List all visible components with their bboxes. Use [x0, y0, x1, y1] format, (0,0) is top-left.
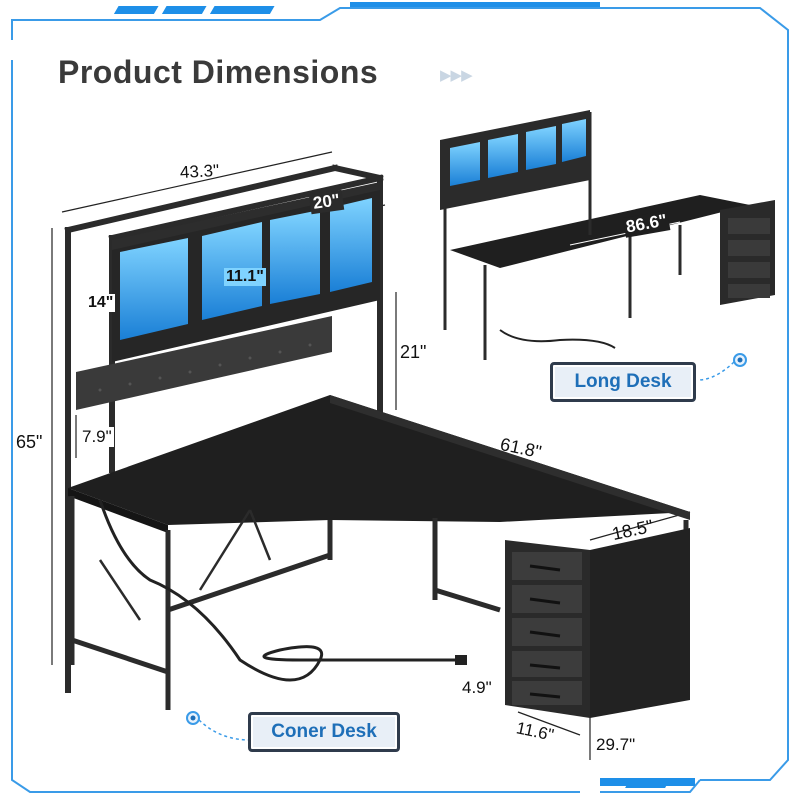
dim-drawer-height: 4.9" — [462, 678, 492, 697]
dim-pegboard-height: 7.9" — [80, 427, 114, 447]
page-title: Product Dimensions — [58, 54, 379, 90]
dim-total-height: 65" — [16, 432, 43, 452]
decorative-arrows: ▶▶▶ — [440, 66, 473, 84]
label-long-desk: Long Desk — [550, 362, 696, 402]
dim-cubby-height: 11.1" — [224, 268, 266, 286]
dim-hutch-height: 21" — [400, 342, 427, 362]
dim-hutch-width: 43.3" — [179, 160, 220, 183]
dim-shelf-height: 14" — [86, 294, 116, 312]
dim-table-height: 29.7" — [596, 735, 636, 754]
label-corner-desk: Coner Desk — [248, 712, 400, 752]
